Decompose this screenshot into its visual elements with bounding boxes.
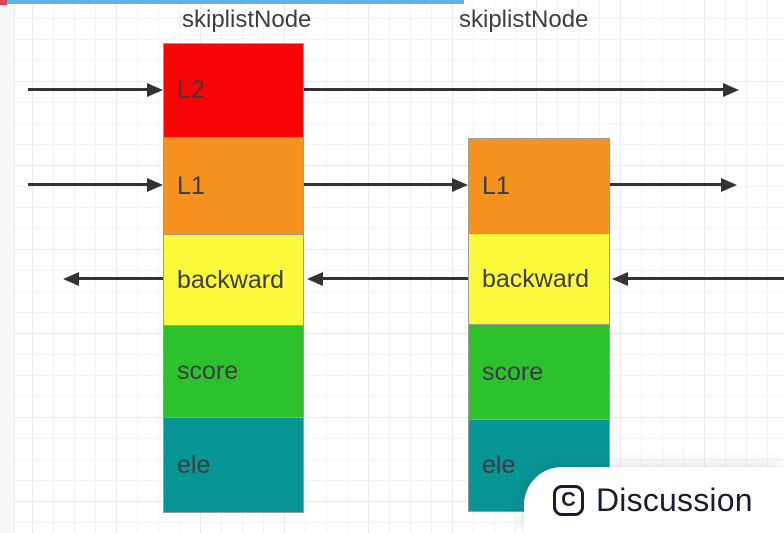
arrow-backward-out [63, 271, 163, 286]
top-accent-red [0, 0, 7, 5]
node1-field-l1: L1 [163, 137, 304, 235]
arrow-level1-out [610, 177, 737, 192]
field-label: backward [482, 264, 589, 293]
node2-field-score: score [468, 324, 610, 420]
node2-field-backward: backward [468, 233, 610, 325]
field-label: L1 [482, 171, 510, 200]
arrow-level1-link [304, 177, 468, 192]
field-label: score [482, 357, 544, 386]
discussion-button[interactable]: C Discussion [524, 467, 784, 533]
skiplist-node-2: L1 backward score ele [468, 138, 610, 512]
node1-field-backward: backward [163, 234, 304, 326]
top-accent-blue [7, 0, 464, 4]
arrow-level2-out [304, 82, 739, 97]
field-label: ele [177, 450, 211, 479]
discussion-label: Discussion [596, 481, 753, 518]
node1-field-ele: ele [163, 417, 304, 513]
node2-field-l1: L1 [468, 138, 610, 234]
field-label: L1 [177, 171, 205, 200]
node1-field-score: score [163, 325, 304, 418]
arrow-level2-in [28, 82, 163, 97]
canvas-left-margin [0, 4, 15, 533]
field-label: L2 [177, 76, 205, 104]
field-label: backward [177, 265, 284, 294]
arrow-backward-link [307, 271, 468, 286]
node2-title: skiplistNode [459, 6, 589, 33]
node1-title: skiplistNode [182, 6, 312, 33]
skiplist-node-1: L2 L1 backward score ele [163, 43, 304, 513]
arrow-level1-in [28, 177, 163, 192]
field-label: ele [482, 451, 516, 479]
field-label: score [177, 357, 239, 385]
discussion-c-icon: C [553, 484, 584, 516]
node1-field-l2: L2 [163, 43, 304, 138]
arrow-backward-in [612, 271, 784, 286]
